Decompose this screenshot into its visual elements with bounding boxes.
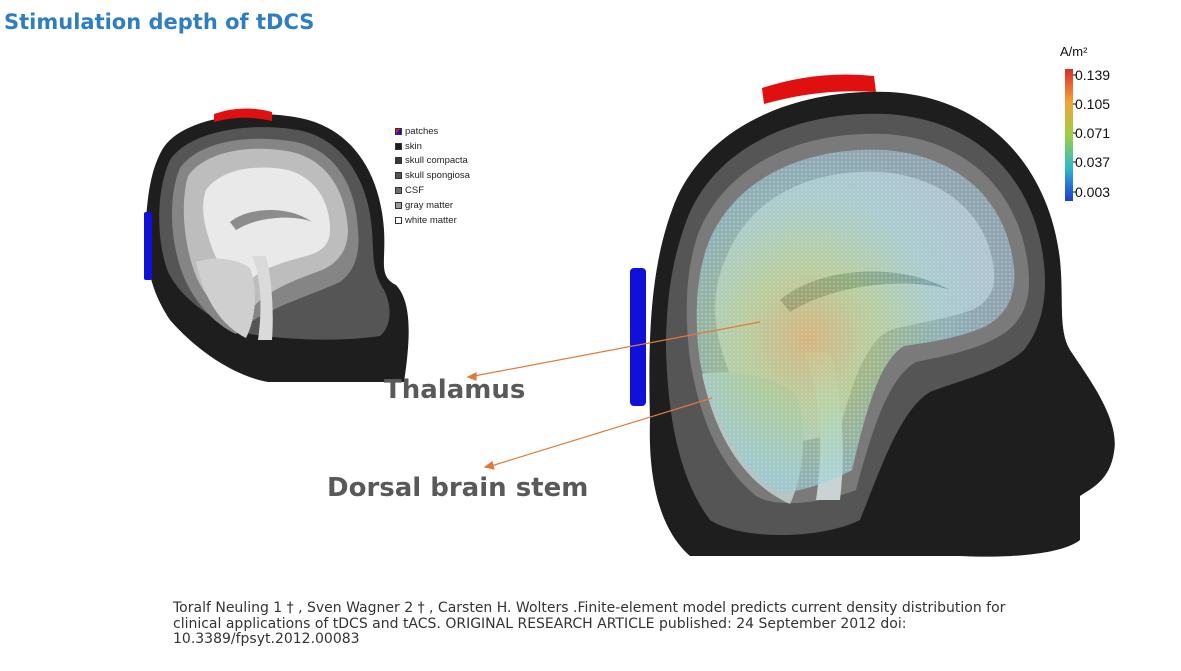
legend-item-csf: CSF <box>395 183 470 198</box>
legend-label: skull compacta <box>405 155 468 167</box>
thalamus-label: Thalamus <box>384 375 526 405</box>
colorbar-label-max: 0.139 <box>1075 67 1111 83</box>
legend-swatch-skin <box>395 142 402 150</box>
small-head-corpus-callosum <box>230 210 312 230</box>
brainstem-label: Dorsal brain stem <box>327 473 589 503</box>
small-head-cerebellum <box>196 258 255 338</box>
legend-item-skin: skin <box>395 139 470 154</box>
brainstem-arrow-head <box>483 461 495 470</box>
colorbar-ticks <box>1073 74 1077 193</box>
small-head-anode-patch <box>214 108 272 122</box>
legend-item-skull-spongiosa: skull spongiosa <box>395 168 470 183</box>
colorbar <box>1065 69 1073 201</box>
small-head-model <box>144 108 409 383</box>
annotation-arrows <box>466 321 761 470</box>
legend-label: patches <box>405 125 439 137</box>
small-head-cathode-patch <box>144 212 152 280</box>
thalamus-arrow-line <box>473 321 761 377</box>
legend-label: skull spongiosa <box>405 170 470 182</box>
legend-label: gray matter <box>405 199 454 211</box>
legend-swatch-gray-matter <box>395 201 402 209</box>
legend-swatch-skull-compacta <box>395 157 402 165</box>
large-head-current-density-dots <box>696 149 1015 492</box>
thalamus-arrow-head <box>466 372 477 381</box>
colorbar-label-min: 0.003 <box>1075 184 1111 200</box>
small-head-white-matter <box>203 167 330 282</box>
tissue-legend: patches skin skull compacta skull spongi… <box>395 124 470 228</box>
large-head-anode-patch <box>762 74 876 104</box>
colorbar-label: 0.105 <box>1075 96 1111 112</box>
legend-swatch-csf <box>395 187 402 195</box>
legend-label: white matter <box>405 214 457 226</box>
slide-title: Stimulation depth of tDCS <box>4 10 315 34</box>
legend-item-gray-matter: gray matter <box>395 198 470 213</box>
legend-swatch-white-matter <box>395 216 402 224</box>
colorbar-label: 0.037 <box>1075 154 1111 170</box>
colorbar-label: 0.071 <box>1075 125 1111 141</box>
legend-label: CSF <box>405 185 424 197</box>
small-head-brainstem <box>252 256 273 340</box>
large-head-model <box>630 74 1115 557</box>
legend-item-patches: patches <box>395 124 470 139</box>
legend-label: skin <box>405 140 422 152</box>
large-head-cathode-patch <box>630 268 646 406</box>
legend-swatch-patches <box>395 127 402 135</box>
brainstem-arrow-line <box>490 397 713 467</box>
citation-text: Toralf Neuling 1 † , Sven Wagner 2 † , C… <box>173 600 1006 647</box>
legend-item-white-matter: white matter <box>395 213 470 228</box>
colorbar-unit: A/m² <box>1060 44 1088 59</box>
legend-swatch-skull-spongiosa <box>395 172 402 180</box>
legend-item-skull-compacta: skull compacta <box>395 154 470 169</box>
